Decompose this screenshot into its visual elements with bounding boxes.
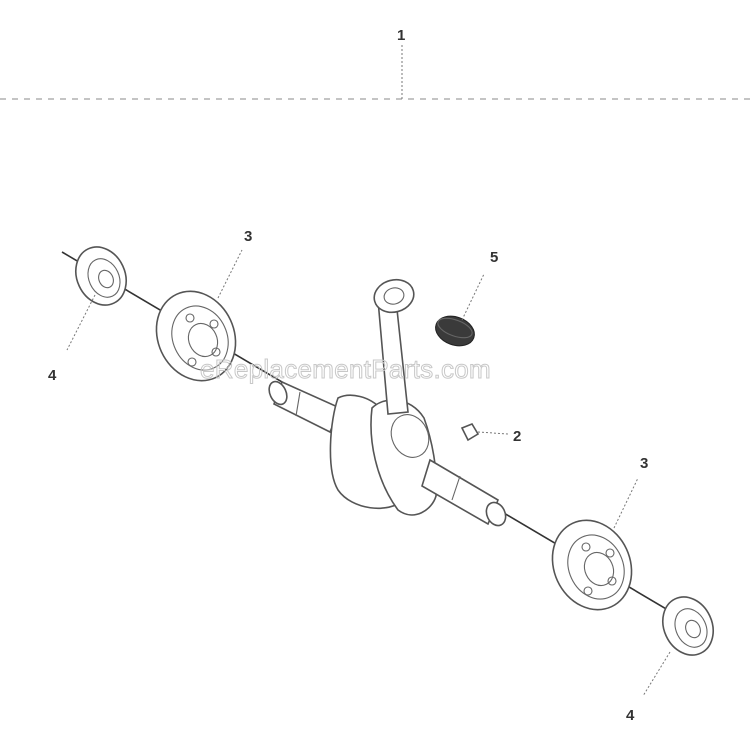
oil-seal-upper [75, 246, 127, 306]
callout-seal-upper: 4 [48, 367, 57, 384]
ball-bearing-upper [155, 290, 237, 382]
oil-seal-lower [662, 596, 714, 656]
woodruff-key [460, 423, 480, 442]
callout-needle-bearing: 5 [490, 249, 498, 266]
callout-key: 2 [513, 428, 521, 445]
ball-bearing-lower [551, 519, 633, 611]
seal-lower-leader [642, 651, 671, 697]
bearing-lower-leader [613, 477, 639, 529]
needle-bearing [435, 315, 475, 347]
callout-bearing-lower: 3 [640, 455, 648, 472]
callout-seal-lower: 4 [626, 707, 635, 724]
bearing-upper-leader [217, 249, 243, 299]
callout-bearing-upper: 3 [244, 228, 252, 245]
seal-upper-leader [66, 294, 96, 351]
key-leader [477, 431, 509, 435]
watermark: eReplacementParts.com [200, 354, 491, 384]
callout-assembly: 1 [397, 27, 405, 44]
needle-bearing-leader [461, 273, 485, 321]
crankshaft [268, 278, 507, 527]
